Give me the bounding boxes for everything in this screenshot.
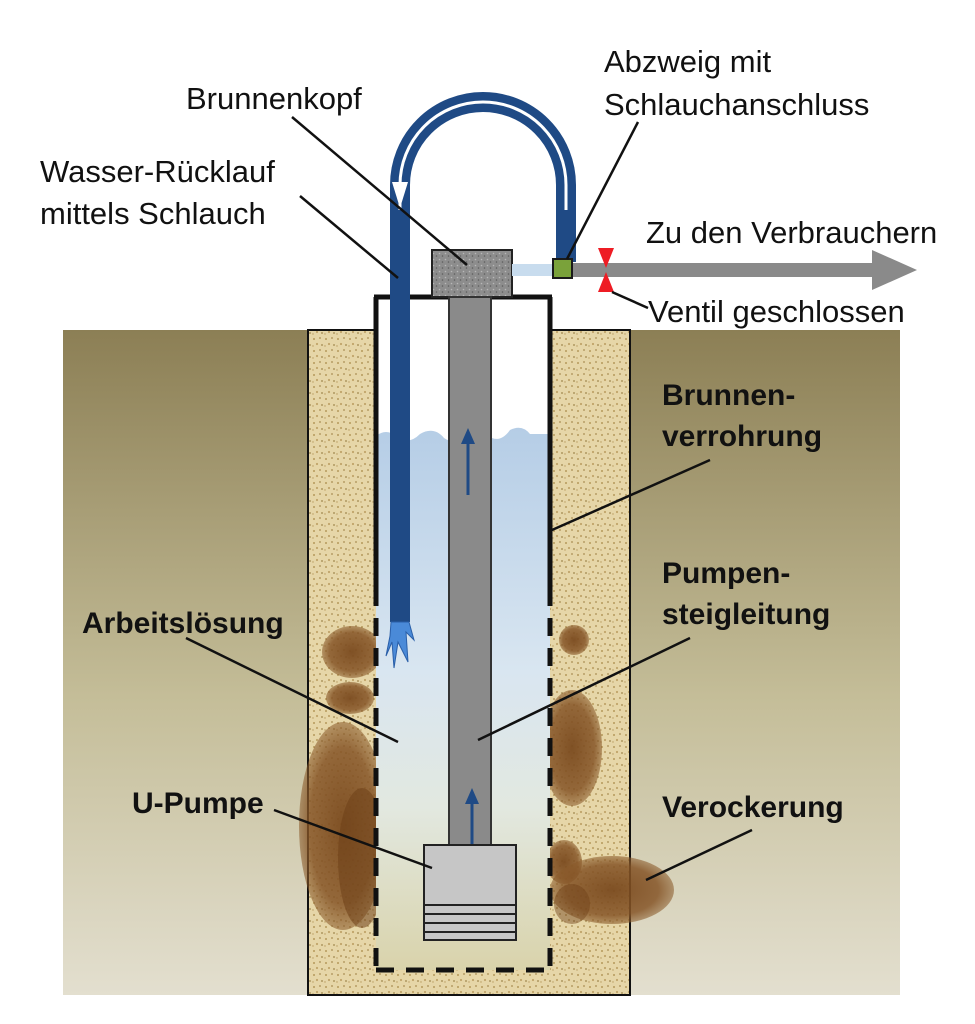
submersible-pump [423, 844, 517, 941]
label-verrohrung-line2: verrohrung [662, 420, 823, 453]
label-ruecklauf-line2: mittels Schlauch [40, 196, 266, 231]
outlet-arrow-icon [872, 250, 917, 290]
hose-flow-arrow-icon [392, 182, 408, 208]
return-hose-highlight [398, 100, 568, 210]
hose-connector-fitting [552, 258, 573, 279]
label-ruecklauf-line1: Wasser-Rücklauf [40, 154, 275, 189]
flow-arrow-icon [461, 428, 475, 495]
label-steigleitung-line2: steigleitung [662, 598, 831, 631]
label-arbeitsloesung: Arbeitslösung [82, 607, 284, 640]
label-upumpe: U-Pumpe [132, 787, 264, 820]
wellhead-cap [431, 249, 513, 298]
valve-icon [598, 248, 614, 292]
label-verockerung: Verockerung [662, 791, 844, 824]
water-outflow-icon [385, 621, 415, 669]
outlet-pipe [572, 263, 876, 277]
label-brunnenkopf: Brunnenkopf [186, 81, 362, 116]
label-verbraucher: Zu den Verbrauchern [646, 215, 938, 250]
leader-lines [185, 116, 753, 882]
label-verrohrung-line1: Brunnen- [662, 379, 796, 412]
riser-pipe [448, 296, 492, 846]
label-abzweig-line1: Abzweig mit [604, 44, 772, 79]
label-abzweig-line2: Schlauchanschluss [604, 87, 870, 122]
label-ventil: Ventil geschlossen [648, 294, 905, 329]
label-steigleitung-line1: Pumpen- [662, 557, 791, 590]
branch-pipe [512, 264, 560, 276]
